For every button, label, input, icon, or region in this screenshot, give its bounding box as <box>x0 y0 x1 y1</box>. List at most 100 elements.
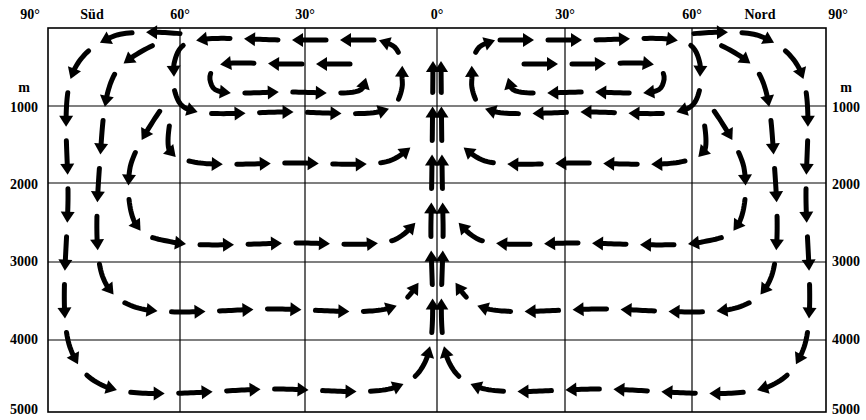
flow-dash <box>565 160 589 165</box>
flow-arrowhead <box>640 238 651 252</box>
flow-arrowhead <box>356 157 367 171</box>
flow-arrowhead <box>316 86 327 100</box>
flow-dash <box>653 73 664 91</box>
flow-arrowhead <box>397 147 410 159</box>
flow-arrowhead <box>167 66 181 77</box>
flow-dash <box>767 375 787 387</box>
flow-dash <box>801 333 808 356</box>
flow-dash <box>650 242 674 247</box>
flow-dash <box>175 91 188 110</box>
flow-dash <box>714 111 727 131</box>
flow-dash <box>390 44 398 52</box>
flow-arrowhead <box>61 211 75 222</box>
flow-dash <box>254 37 278 43</box>
flow-arrowhead <box>223 238 234 252</box>
flow-dash <box>535 308 559 314</box>
flow-arrowhead <box>268 85 279 99</box>
flow-dash <box>245 90 269 96</box>
flow-dash <box>774 216 779 240</box>
flow-dash <box>356 112 380 114</box>
flow-dash <box>429 308 435 332</box>
flow-dash <box>212 111 236 116</box>
flow-arrowhead <box>525 304 536 318</box>
depth-label: 1000 <box>10 101 38 115</box>
flow-arrowhead <box>90 239 104 250</box>
flow-arrowhead <box>244 32 255 46</box>
flow-dash <box>661 161 685 164</box>
flow-arrowhead <box>384 302 397 315</box>
flow-dash <box>109 33 132 38</box>
flow-arrowhead <box>104 380 116 393</box>
flow-dash <box>440 165 445 189</box>
flow-arrowhead <box>800 163 814 174</box>
flow-arrowhead <box>661 385 672 399</box>
depth-label: 5000 <box>10 403 38 417</box>
flow-arrowhead <box>595 57 606 71</box>
flow-dash <box>101 121 103 145</box>
flow-dash <box>129 200 135 223</box>
flow-dash <box>315 308 339 314</box>
flow-arrowhead <box>642 56 654 70</box>
flow-arrowhead <box>643 85 655 99</box>
flow-dash <box>804 141 810 165</box>
flow-dash <box>506 242 530 247</box>
flow-dash <box>511 87 534 93</box>
flow-arrowhead <box>330 106 341 120</box>
flow-arrowhead <box>769 191 783 202</box>
flow-dash <box>590 110 614 116</box>
flow-dash <box>471 154 493 163</box>
flow-arrowhead <box>770 239 784 250</box>
flow-dash <box>613 161 637 167</box>
flow-arrowhead <box>795 351 807 364</box>
flow-arrowhead <box>760 282 772 295</box>
flow-arrowhead <box>283 105 294 119</box>
flow-arrowhead <box>721 127 733 140</box>
flow-arrowhead <box>292 33 303 47</box>
flow-dash <box>480 388 504 392</box>
flow-dash <box>168 126 169 150</box>
depth-label: 4000 <box>832 333 860 347</box>
flow-dash <box>575 386 599 392</box>
latitude-label: 30° <box>295 8 315 22</box>
flow-arrowhead <box>544 236 555 250</box>
flow-dash <box>267 307 291 312</box>
flow-arrowhead <box>766 143 780 154</box>
flow-arrowhead <box>565 382 576 396</box>
flow-arrowhead <box>760 95 774 107</box>
flow-arrowhead <box>249 383 260 397</box>
flow-arrowhead <box>757 380 769 393</box>
flow-arrowhead <box>59 116 73 127</box>
flow-dash <box>248 241 272 247</box>
grid-line <box>304 28 305 412</box>
flow-arrowhead <box>316 57 327 71</box>
flow-dash <box>742 33 765 38</box>
flow-arrowhead <box>345 384 356 398</box>
depth-label: 3000 <box>832 255 860 269</box>
flow-dash <box>62 285 67 309</box>
flow-arrowhead <box>803 307 817 318</box>
flow-dash <box>408 293 412 298</box>
flow-arrowhead <box>496 237 507 251</box>
flow-arrowhead <box>613 383 624 397</box>
flow-arrowhead <box>338 304 349 318</box>
flow-dash <box>74 51 88 70</box>
flow-dash <box>439 117 444 141</box>
flow-dash <box>94 216 99 240</box>
flow-dash <box>439 260 445 284</box>
flow-dash <box>631 310 655 311</box>
flow-arrowhead <box>242 303 253 317</box>
flow-arrowhead <box>799 211 813 222</box>
flow-dash <box>472 76 476 99</box>
flow-dash <box>691 45 701 66</box>
flow-dash <box>371 388 395 392</box>
flow-arrowhead <box>507 157 518 171</box>
flow-dash <box>156 32 180 33</box>
flow-dash <box>174 45 184 66</box>
flow-dash <box>620 60 644 65</box>
latitude-label: 30° <box>555 8 575 22</box>
flow-arrowhead <box>128 218 140 231</box>
flow-dash <box>524 62 548 67</box>
flow-arrowhead <box>693 66 707 77</box>
flow-dash <box>129 153 135 176</box>
depth-label: 4000 <box>10 333 38 347</box>
